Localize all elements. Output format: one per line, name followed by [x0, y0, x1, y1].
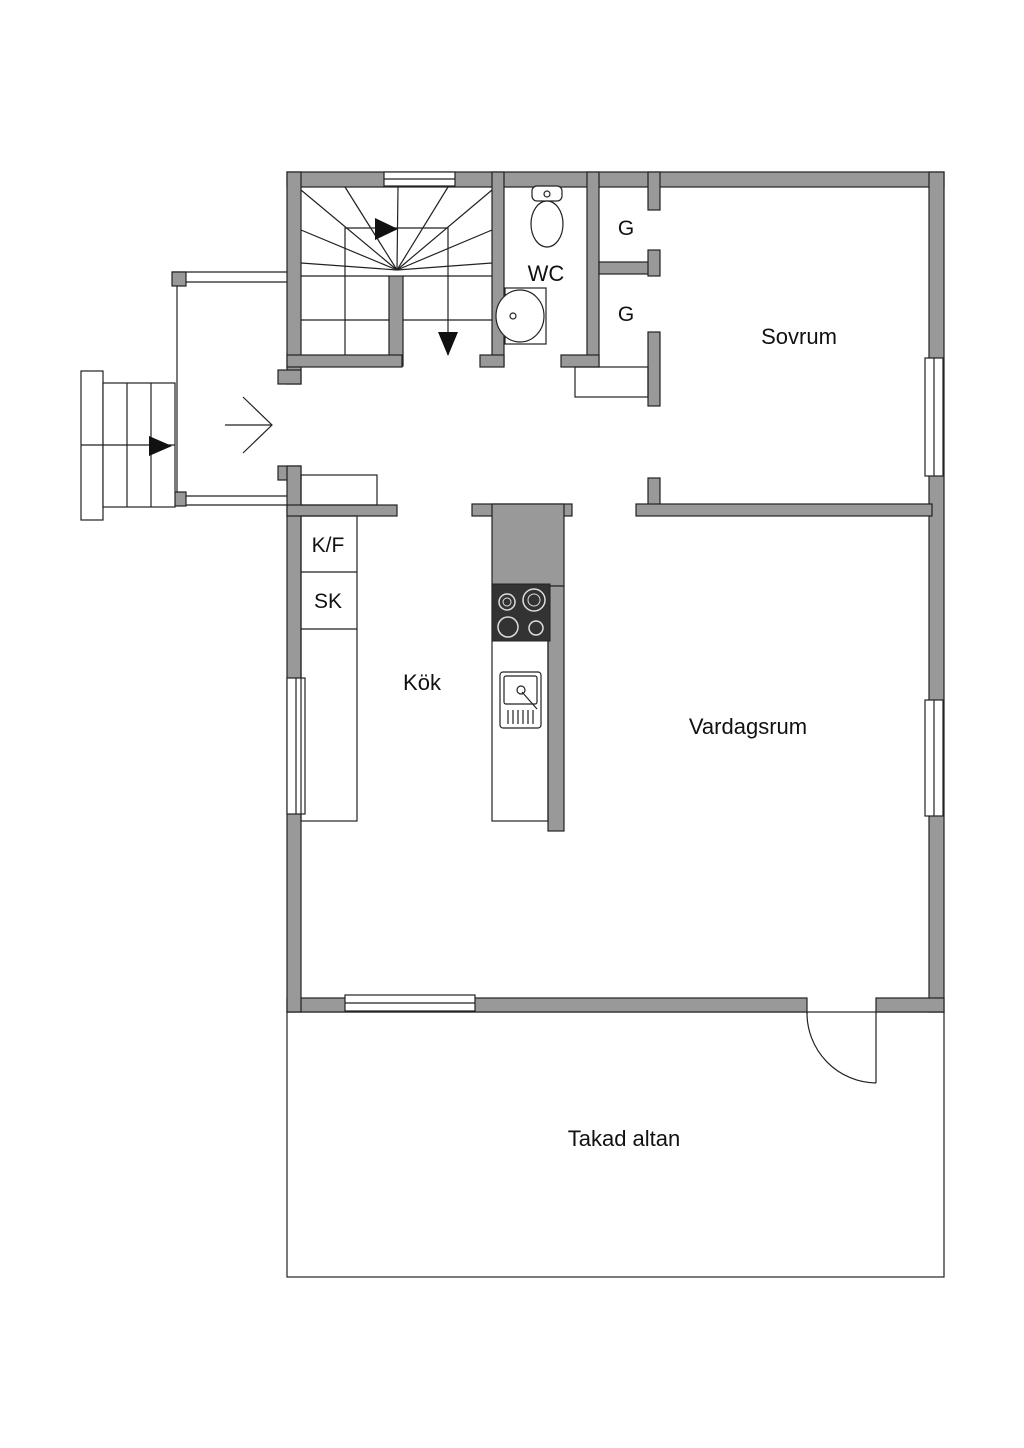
room-label-fridge-freezer: K/F: [312, 534, 345, 557]
room-label-wc: WC: [528, 261, 565, 286]
interior-staircase: [300, 186, 493, 356]
toilet-icon: [530, 185, 564, 248]
interior-walls: [286, 171, 933, 832]
room-label-living-room: Vardagsrum: [689, 714, 807, 739]
exterior-walls: [277, 171, 945, 1013]
closet-shelf: [574, 366, 649, 398]
room-label-covered-deck: Takad altan: [568, 1126, 681, 1151]
stairs-direction-arrow: [149, 436, 172, 456]
kitchen-counter-left: [300, 515, 358, 822]
room-label-cabinet: SK: [314, 590, 342, 613]
entrance-arrow: [225, 396, 273, 454]
door-swing-icon: [806, 1011, 877, 1084]
stairs-up-arrow: [375, 218, 398, 240]
room-label-kitchen: Kök: [403, 670, 442, 695]
stairs-down-arrow: [438, 332, 458, 356]
room-label-closet-2: G: [618, 303, 634, 326]
wash-basin-icon: [495, 287, 547, 345]
hall-bench: [300, 474, 378, 506]
stove-icon: [491, 583, 551, 642]
room-label-bedroom: Sovrum: [761, 324, 837, 349]
room-label-closet-1: G: [618, 217, 634, 240]
outdoor-stairs: [80, 370, 176, 521]
kitchen-sink-icon: [499, 671, 542, 729]
entrance-porch: [171, 271, 288, 507]
windows: [286, 171, 944, 1012]
